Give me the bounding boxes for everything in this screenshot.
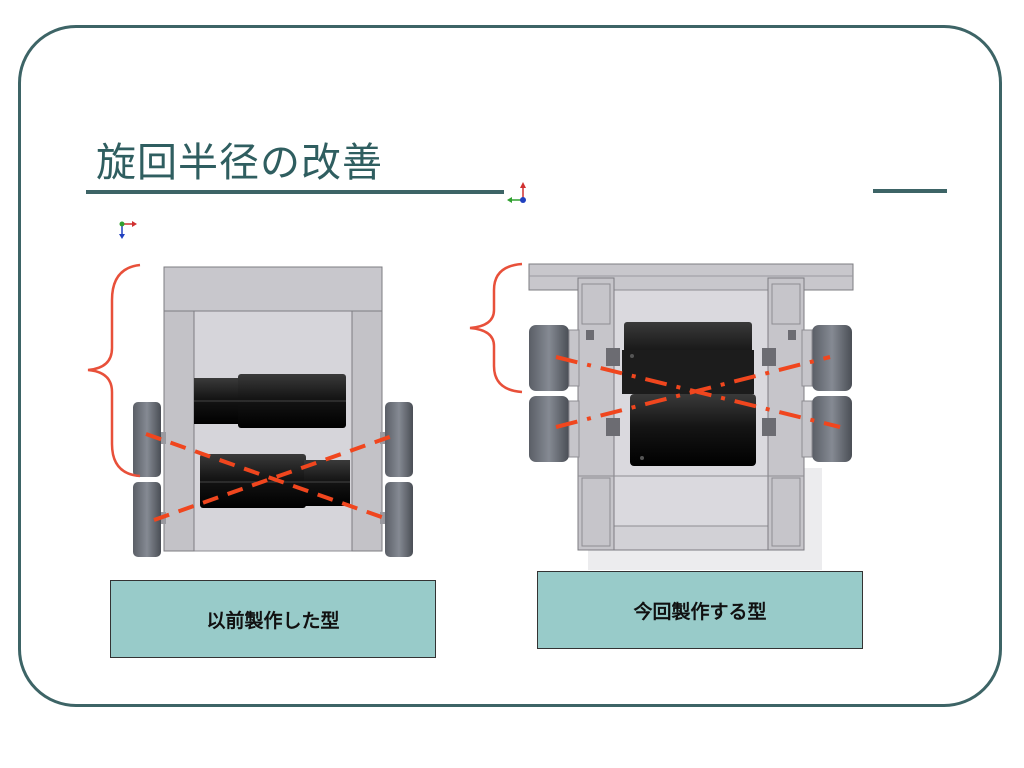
title-underline-right [873, 189, 947, 193]
axis-gizmo-icon-top [507, 182, 526, 203]
slide-title: 旋回半径の改善 [96, 140, 383, 186]
previous-model-label: 以前製作した型 [110, 580, 436, 658]
wheelbase-brace-right [469, 262, 523, 394]
current-model-diagram [469, 262, 854, 570]
wheel-rear-left-new [529, 396, 569, 462]
previous-model-diagram [87, 263, 413, 557]
diagonal-line-b [153, 432, 399, 522]
wheel-front-left [133, 402, 161, 477]
wheel-rear-right [385, 482, 413, 557]
wheel-rear-left [133, 482, 161, 557]
wheelbase-brace-left [87, 263, 141, 478]
slide-frame [18, 25, 1002, 707]
wheel-rear-right-new [812, 396, 852, 462]
diagonal-line-a [145, 432, 391, 522]
axis-gizmo-icon-left [119, 221, 137, 239]
title-underline-left [86, 190, 504, 194]
wheel-front-left-new [529, 325, 569, 391]
current-model-label: 今回製作する型 [537, 571, 863, 649]
wheel-front-right [385, 402, 413, 477]
diagonal-line-d [555, 355, 831, 429]
wheel-front-right-new [812, 325, 852, 391]
